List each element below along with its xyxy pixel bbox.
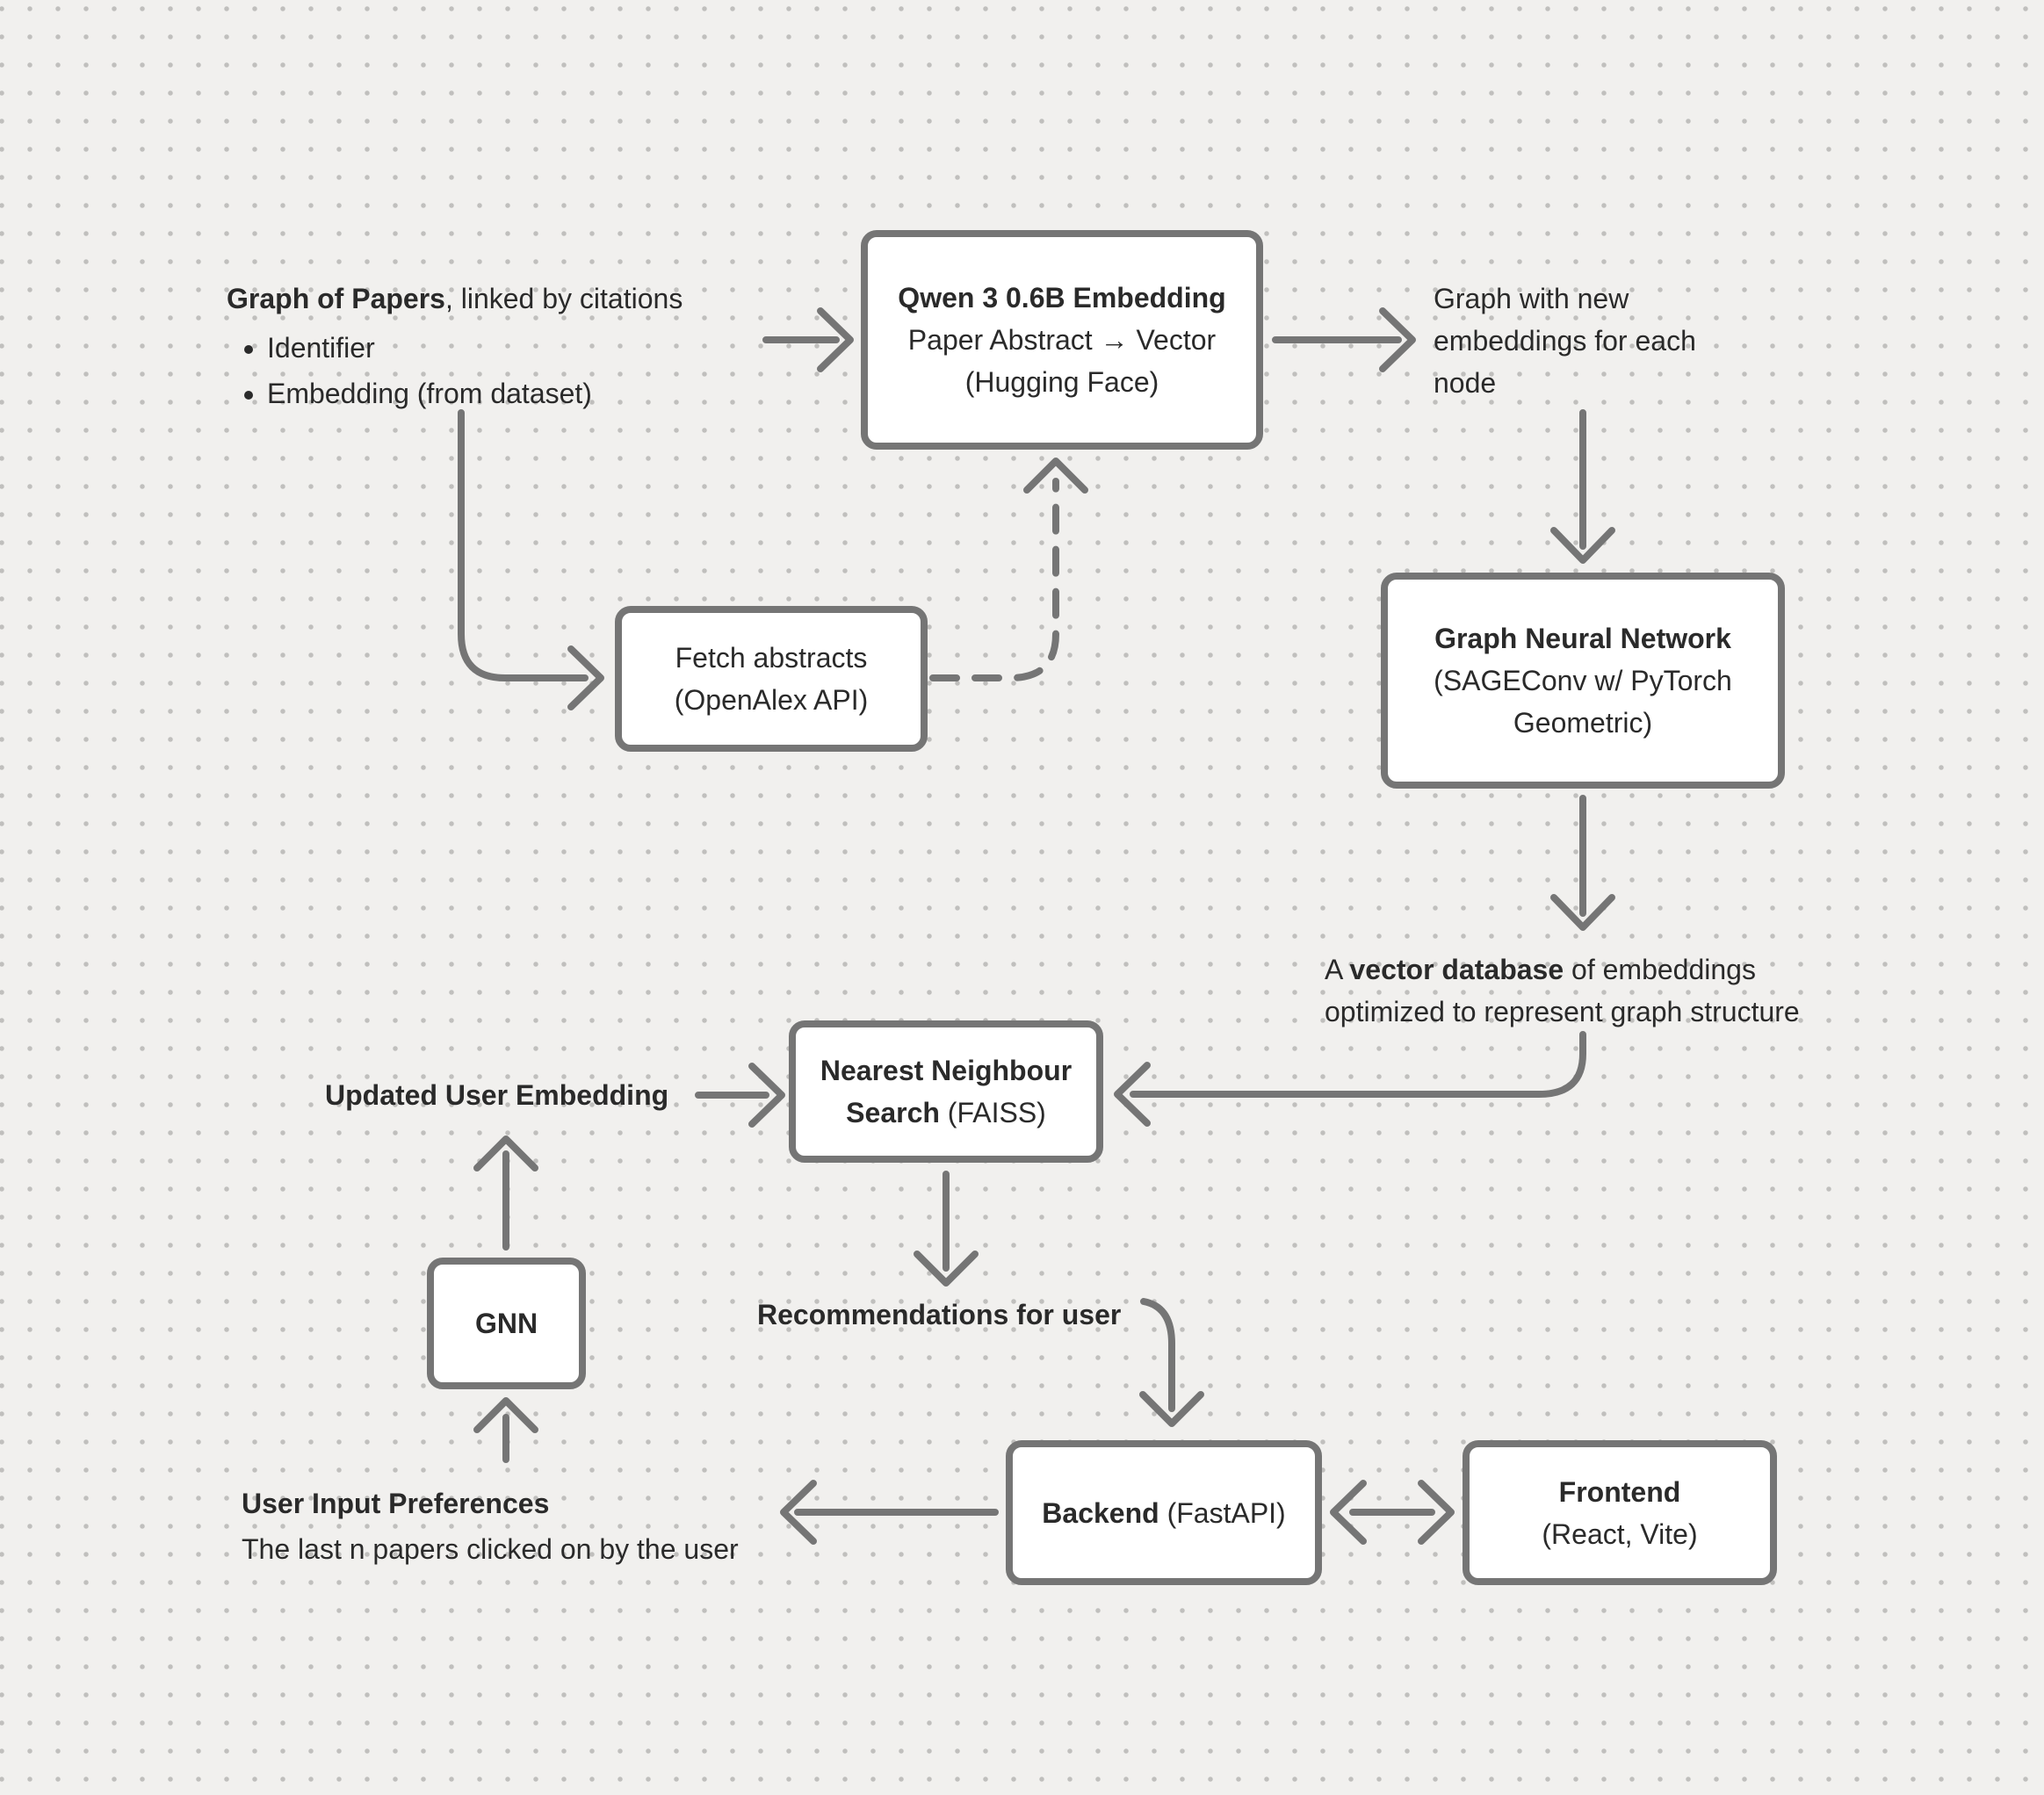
qwen-source: (Hugging Face)	[964, 366, 1159, 398]
node-qwen-embedding: Qwen 3 0.6B Embedding Paper Abstract → V…	[861, 230, 1263, 450]
fetch-source: (OpenAlex API)	[674, 684, 869, 716]
arrow-userinput-to-gnn	[473, 1397, 538, 1463]
node-gnn: GNN	[427, 1258, 586, 1389]
vector-db-line1: A vector database of embeddings	[1325, 954, 1756, 985]
node-graph-neural-network: Graph Neural Network (SAGEConv w/ PyTorc…	[1381, 573, 1785, 789]
graph-new-line1: Graph with new	[1434, 283, 1629, 314]
updated-user-embedding-label: Updated User Embedding	[325, 1079, 669, 1111]
gnn-subtitle-1: (SAGEConv w/ PyTorch	[1434, 665, 1732, 696]
papers-source-title: Graph of Papers, linked by citations	[227, 283, 683, 314]
arrow-vectordb-to-nns	[1114, 1031, 1586, 1127]
graph-new-embeddings-label: Graph with new embeddings for each node	[1434, 278, 1696, 404]
user-input-preferences-label: User Input Preferences The last n papers…	[242, 1481, 739, 1572]
gnn-title: Graph Neural Network	[1434, 623, 1731, 654]
node-backend: Backend (FastAPI)	[1006, 1440, 1322, 1585]
arrow-qwen-to-graphnew	[1272, 307, 1416, 372]
backend-title: Backend (FastAPI)	[1042, 1496, 1286, 1529]
papers-source-label: Graph of Papers, linked by citations Ide…	[227, 278, 683, 416]
gnn-small-title: GNN	[474, 1308, 538, 1339]
recommendations-label: Recommendations for user	[757, 1299, 1122, 1330]
graph-new-line2: embeddings for each	[1434, 325, 1696, 357]
arrow-backend-frontend	[1330, 1480, 1455, 1545]
arrow-papers-to-fetch	[458, 409, 604, 710]
frontend-title: Frontend	[1558, 1475, 1681, 1508]
arrow-gnn-to-embedding	[473, 1135, 538, 1251]
nns-subtitle: Search (FAISS)	[846, 1097, 1046, 1128]
gnn-subtitle-2: Geometric)	[1513, 707, 1653, 739]
qwen-subtitle: Paper Abstract → Vector	[907, 324, 1217, 356]
vector-db-line2: optimized to represent graph structure	[1325, 996, 1800, 1027]
arrow-fetch-to-qwen-dashed	[929, 478, 1059, 681]
papers-bullet-identifier: Identifier	[267, 325, 683, 371]
arrow-embedding-to-nns	[695, 1063, 785, 1128]
vector-database-label: A vector database of embeddings optimize…	[1325, 948, 1800, 1033]
arrow-recommendations-to-backend	[1139, 1298, 1204, 1427]
arrow-fetch-to-qwen-head	[1023, 458, 1088, 494]
arrow-graphnew-to-gnn	[1550, 409, 1615, 564]
arrow-papers-to-qwen	[762, 307, 854, 372]
node-fetch-abstracts: Fetch abstracts (OpenAlex API)	[615, 606, 928, 752]
nns-title: Nearest Neighbour	[820, 1055, 1073, 1086]
arrow-nns-to-recommendations	[914, 1171, 979, 1287]
papers-bullet-embedding: Embedding (from dataset)	[267, 371, 683, 416]
papers-bullet-list: Identifier Embedding (from dataset)	[227, 325, 683, 416]
frontend-subtitle: (React, Vite)	[1542, 1517, 1698, 1550]
user-input-title: User Input Preferences	[242, 1488, 550, 1519]
arrow-backend-to-userinput	[780, 1480, 999, 1545]
user-input-subtitle: The last n papers clicked on by the user	[242, 1533, 739, 1565]
fetch-title: Fetch abstracts	[675, 642, 868, 674]
arrow-gnn-to-vectordb	[1550, 795, 1615, 931]
node-frontend: Frontend (React, Vite)	[1463, 1440, 1777, 1585]
graph-new-line3: node	[1434, 367, 1497, 399]
qwen-title: Qwen 3 0.6B Embedding	[898, 282, 1226, 314]
node-nearest-neighbour-search: Nearest Neighbour Search (FAISS)	[789, 1020, 1103, 1163]
